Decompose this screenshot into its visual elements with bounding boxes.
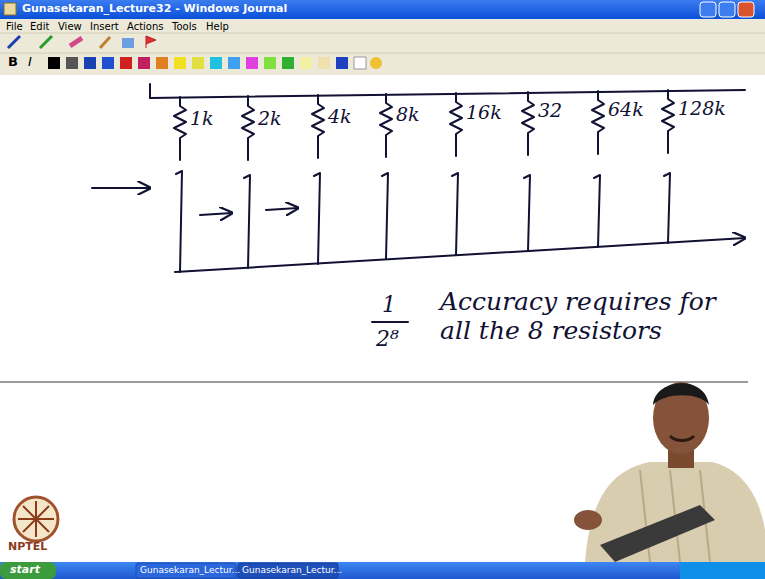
page-divider <box>0 381 748 383</box>
handwritten-note: Accuracy requires for all the 8 resistor… <box>440 288 750 346</box>
wire <box>149 84 151 98</box>
resistor-value: 16k <box>466 102 502 124</box>
resistor-network <box>92 84 745 322</box>
color-palette <box>48 57 382 69</box>
resistor-value: 8k <box>396 104 420 126</box>
system-tray <box>680 562 765 579</box>
menu-item: Tools <box>172 21 197 33</box>
separator <box>0 33 765 34</box>
top-wire <box>150 90 745 98</box>
resistor-symbol <box>174 90 674 150</box>
logo-text: NPTEL <box>8 541 47 554</box>
current-arrow <box>266 208 298 210</box>
resistor-value: 4k <box>328 106 352 128</box>
fraction-bar <box>372 321 408 323</box>
output-wire <box>175 238 745 272</box>
resistor-value: 64k <box>608 99 644 121</box>
separator <box>0 53 765 54</box>
current-arrow <box>92 187 150 189</box>
menu-item: View <box>58 21 82 33</box>
menu-item: File <box>6 21 23 33</box>
fraction-numerator: 1 <box>382 292 396 317</box>
resistor-value: 1k <box>190 108 214 130</box>
menu-item: Insert <box>90 21 119 33</box>
minimize-button <box>700 2 716 17</box>
resistor-value: 32 <box>538 100 562 122</box>
maximize-button <box>719 2 735 17</box>
ink-page <box>0 75 765 562</box>
menu-item: Actions <box>127 21 164 33</box>
toolbar-area <box>0 19 765 75</box>
pen-tools <box>8 36 156 48</box>
resistor-value: 128k <box>678 98 726 120</box>
menu-item: Help <box>206 21 229 33</box>
resistor-value: 2k <box>258 108 282 130</box>
current-arrow <box>200 213 232 215</box>
switch-symbol <box>176 143 670 272</box>
start-button <box>0 562 56 579</box>
fraction-denominator: 2⁸ <box>376 326 399 351</box>
lecturer <box>574 382 765 562</box>
window-title: Gunasekaran_Lecture32 - Windows Journal <box>22 3 287 16</box>
nptel-logo <box>14 497 58 541</box>
start-label: start <box>10 564 40 577</box>
taskbar-label: Gunasekaran_Lectur... <box>242 565 342 575</box>
menu-item: Edit <box>30 21 49 33</box>
format-button: B <box>8 55 18 70</box>
taskbar-label: Gunasekaran_Lectur... <box>140 565 240 575</box>
app-icon <box>4 3 16 15</box>
format-button: I <box>28 55 32 70</box>
title-bar <box>0 0 765 19</box>
close-button <box>738 2 754 17</box>
taskbar <box>0 562 765 579</box>
